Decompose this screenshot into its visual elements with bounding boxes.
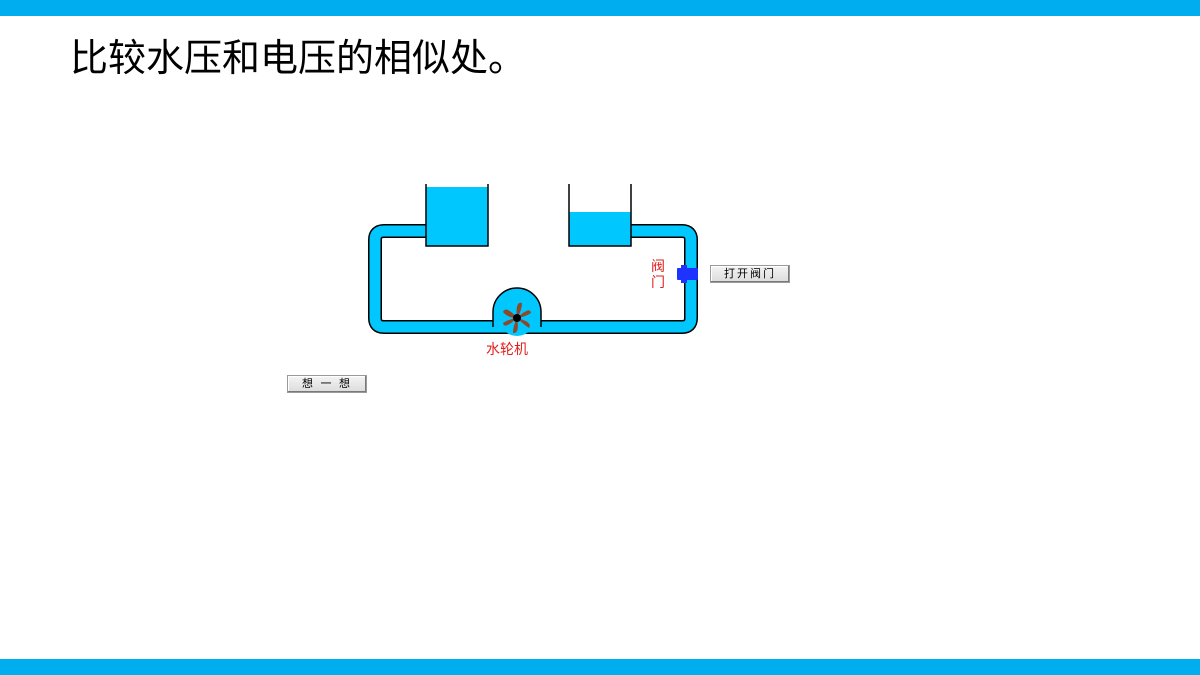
left-water-tank [425, 184, 489, 247]
water-turbine [492, 287, 542, 336]
bottom-accent-bar [0, 659, 1200, 675]
turbine-label: 水轮机 [486, 342, 528, 358]
open-valve-button[interactable]: 打开阀门 [710, 265, 790, 283]
right-water-tank [568, 184, 632, 247]
page-title: 比较水压和电压的相似处。 [70, 36, 527, 80]
think-button[interactable]: 想 一 想 [287, 375, 367, 393]
top-accent-bar [0, 0, 1200, 16]
valve-label-text: 阀 门 [651, 259, 665, 291]
valve-label: 阀 门 [650, 259, 666, 291]
valve[interactable] [677, 265, 698, 283]
